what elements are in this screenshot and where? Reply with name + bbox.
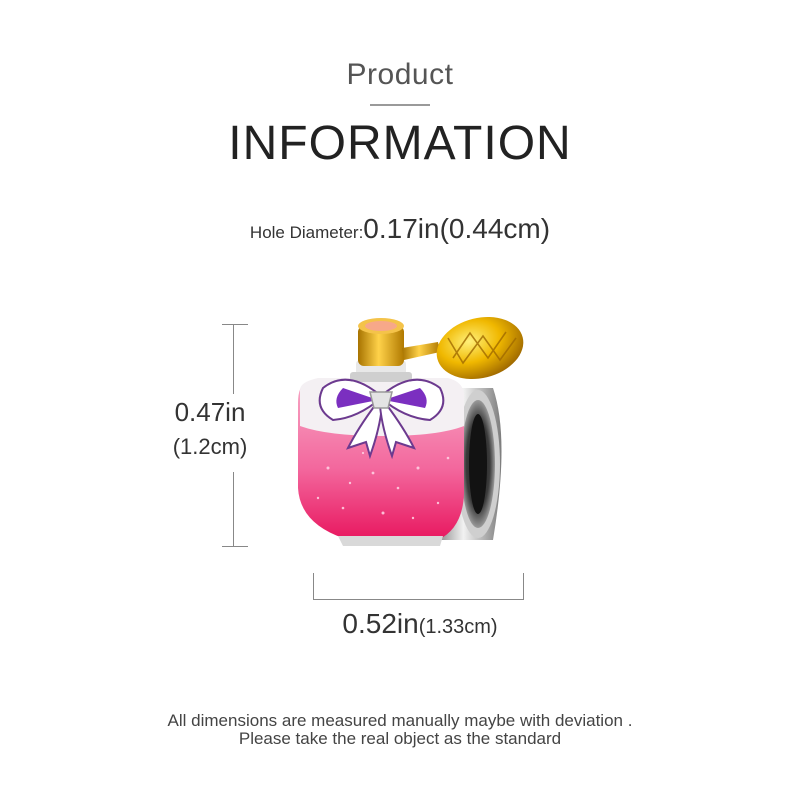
width-bracket-left-tick <box>313 573 314 600</box>
section-title: INFORMATION <box>228 117 572 170</box>
height-bracket-bottom-tick <box>222 546 248 547</box>
width-dimension-row: 0.52in(1.33cm) <box>0 608 800 640</box>
height-bracket-line-top <box>233 324 234 394</box>
width-bracket-line <box>313 599 524 600</box>
width-bracket-right-tick <box>523 573 524 600</box>
disclaimer-line-1: All dimensions are measured manually may… <box>167 711 633 730</box>
height-bracket-top-tick <box>222 324 248 325</box>
height-inches: 0.47in <box>174 397 246 427</box>
subtitle-underline <box>370 104 430 106</box>
hole-diameter-value: 0.17in(0.44cm) <box>363 213 551 244</box>
width-inches: 0.52in <box>342 608 419 639</box>
width-centimeters: (1.33cm) <box>418 616 498 638</box>
disclaimer-line-2: Please take the real object as the stand… <box>238 729 562 748</box>
hole-diameter-row: Hole Diameter:0.17in(0.44cm) <box>0 213 800 245</box>
section-subtitle: Product <box>346 58 454 91</box>
height-bracket-line-bottom <box>233 472 234 547</box>
hole-diameter-label: Hole Diameter: <box>249 223 364 242</box>
perfume-bottle-charm-image <box>298 317 524 546</box>
height-centimeters: (1.2cm) <box>172 434 248 459</box>
